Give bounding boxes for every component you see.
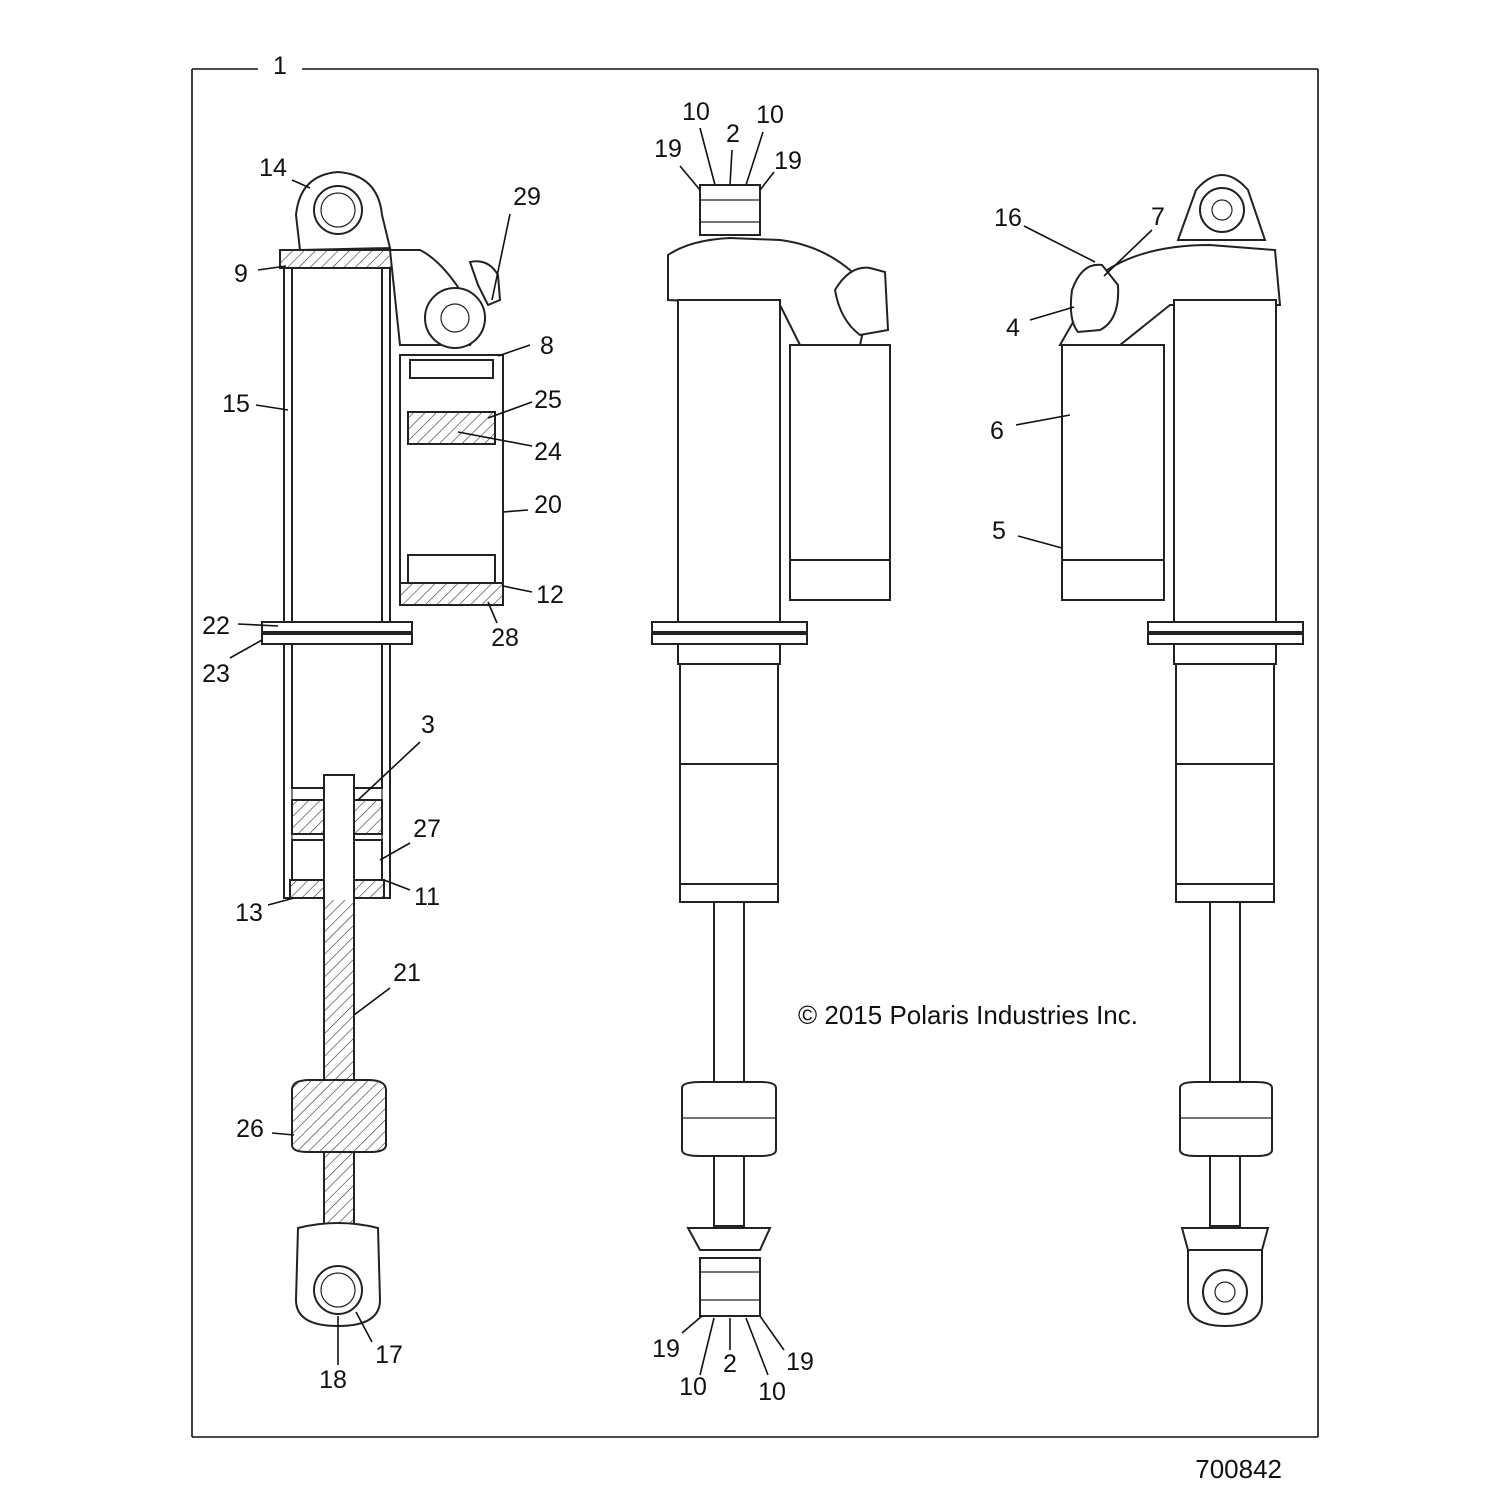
callout-19-bottom-right: 19 (786, 1348, 814, 1376)
callout-10-top-left: 10 (682, 98, 710, 126)
callout-15: 15 (222, 390, 250, 418)
callout-labels: 1 14 9 15 22 23 13 26 18 17 29 8 25 24 2… (202, 52, 1165, 1406)
callout-19-top-left: 19 (654, 135, 682, 163)
callout-26: 26 (236, 1115, 264, 1143)
callout-2-top: 2 (726, 120, 740, 148)
callout-10-top-right: 10 (756, 101, 784, 129)
callout-8: 8 (540, 332, 554, 360)
shock-front-view (651, 184, 891, 1317)
document-number: 700842 (1195, 1454, 1282, 1484)
shock-cross-section-view (261, 170, 504, 1328)
callout-9: 9 (234, 260, 248, 288)
callout-21: 21 (393, 959, 421, 987)
callout-14: 14 (259, 154, 287, 182)
callout-3: 3 (421, 711, 435, 739)
callout-22: 22 (202, 612, 230, 640)
callout-27: 27 (413, 815, 441, 843)
callout-5: 5 (992, 517, 1006, 545)
callout-2-bottom: 2 (723, 1350, 737, 1378)
callout-18: 18 (319, 1366, 347, 1394)
callout-12: 12 (536, 581, 564, 609)
callout-24: 24 (534, 438, 562, 466)
callout-28: 28 (491, 624, 519, 652)
callout-29: 29 (513, 183, 541, 211)
callout-17: 17 (375, 1341, 403, 1369)
callout-10-bottom-right: 10 (758, 1378, 786, 1406)
callout-leaders (229, 127, 1153, 1376)
callout-19-bottom-left: 19 (652, 1335, 680, 1363)
callout-19-top-right: 19 (774, 147, 802, 175)
assembly-frame (191, 68, 1319, 1438)
callout-13: 13 (235, 899, 263, 927)
callout-6: 6 (990, 417, 1004, 445)
copyright-notice: © 2015 Polaris Industries Inc. (798, 1000, 1138, 1030)
callout-16: 16 (994, 204, 1022, 232)
callout-23: 23 (202, 660, 230, 688)
callout-11: 11 (414, 883, 440, 911)
callout-20: 20 (534, 491, 562, 519)
shock-side-view (1058, 174, 1304, 1328)
callout-7: 7 (1151, 203, 1165, 231)
callout-4: 4 (1006, 314, 1020, 342)
callout-25: 25 (534, 386, 562, 414)
callout-1: 1 (273, 52, 287, 80)
callout-10-bottom-left: 10 (679, 1373, 707, 1401)
